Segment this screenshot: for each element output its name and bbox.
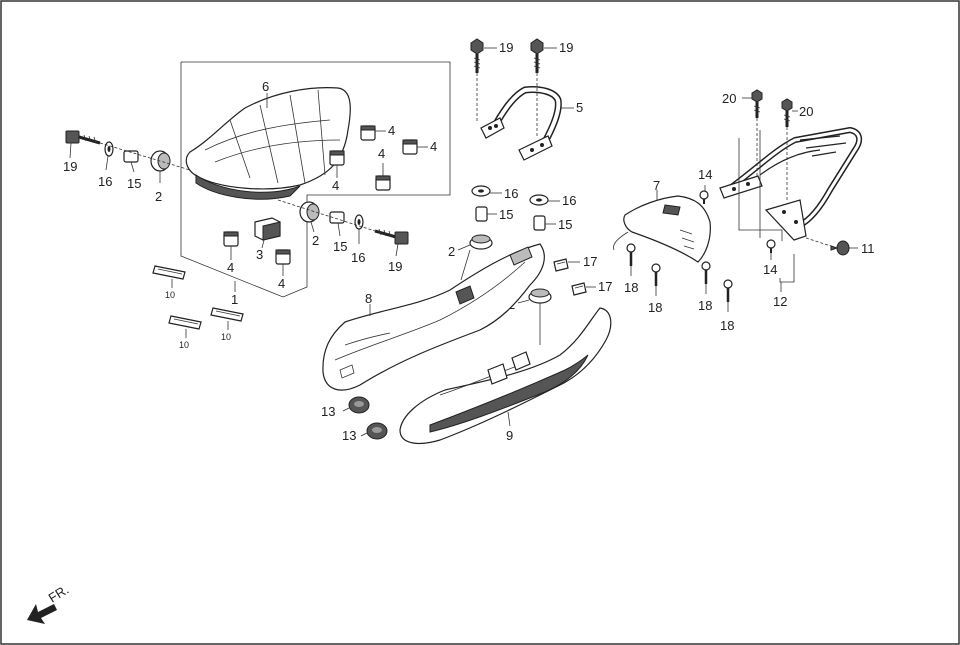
screw bbox=[723, 279, 733, 302]
collar bbox=[533, 215, 546, 231]
washer bbox=[471, 185, 491, 197]
callout-15a: 15 bbox=[127, 176, 141, 191]
decal bbox=[210, 307, 244, 322]
callout-3: 3 bbox=[256, 247, 263, 262]
callout-14b: 14 bbox=[763, 262, 777, 277]
washer bbox=[104, 141, 114, 157]
callout-8: 8 bbox=[365, 291, 372, 306]
callout-9: 9 bbox=[506, 428, 513, 443]
callout-20a: 20 bbox=[722, 91, 736, 106]
bolt bbox=[374, 228, 409, 245]
bolt bbox=[65, 130, 101, 145]
callout-14a: 14 bbox=[698, 167, 712, 182]
callout-12: 12 bbox=[773, 294, 787, 309]
screw bbox=[626, 243, 636, 266]
bumper bbox=[402, 139, 418, 155]
callout-15d: 15 bbox=[558, 217, 572, 232]
callout-4f: 4 bbox=[278, 276, 285, 291]
front-direction-label: FR. bbox=[46, 582, 72, 606]
front-direction-arrow bbox=[27, 604, 57, 624]
screw bbox=[651, 263, 661, 286]
callout-10b: 10 bbox=[179, 340, 189, 350]
callout-7: 7 bbox=[653, 178, 660, 193]
collar bbox=[475, 206, 488, 222]
callout-15b: 15 bbox=[333, 239, 347, 254]
side-cover-right bbox=[399, 307, 612, 445]
clip bbox=[553, 258, 569, 272]
callout-10c: 10 bbox=[221, 332, 231, 342]
bolt bbox=[781, 98, 793, 127]
grommet bbox=[366, 422, 388, 440]
callout-2b: 2 bbox=[312, 233, 319, 248]
callout-4a: 4 bbox=[388, 123, 395, 138]
callout-19c: 19 bbox=[499, 40, 513, 55]
callout-17b: 17 bbox=[598, 279, 612, 294]
seat bbox=[185, 87, 351, 200]
decal bbox=[152, 265, 186, 280]
callout-20b: 20 bbox=[799, 104, 813, 119]
rivet bbox=[766, 239, 776, 253]
grommet bbox=[469, 234, 493, 250]
bumper bbox=[223, 231, 239, 247]
rear-carrier bbox=[719, 127, 863, 241]
rear-cover bbox=[613, 195, 711, 263]
callout-1: 1 bbox=[231, 292, 238, 307]
washer bbox=[529, 194, 549, 206]
bumper bbox=[275, 249, 291, 265]
callout-15c: 15 bbox=[499, 207, 513, 222]
washer bbox=[354, 214, 364, 230]
cap bbox=[830, 240, 850, 256]
bolt bbox=[470, 38, 484, 73]
callout-16d: 16 bbox=[562, 193, 576, 208]
callout-6: 6 bbox=[262, 79, 269, 94]
grommet bbox=[528, 288, 552, 304]
grommet bbox=[150, 150, 171, 172]
callout-19b: 19 bbox=[388, 259, 402, 274]
callout-16b: 16 bbox=[351, 250, 365, 265]
callout-18a: 18 bbox=[624, 280, 638, 295]
callout-18d: 18 bbox=[720, 318, 734, 333]
callout-18b: 18 bbox=[648, 300, 662, 315]
clip bbox=[571, 282, 587, 296]
seat-group-outline bbox=[180, 61, 451, 298]
side-cover-left bbox=[322, 243, 545, 391]
grab-handle bbox=[480, 86, 562, 161]
bolt bbox=[751, 89, 763, 118]
callout-10a: 10 bbox=[165, 290, 175, 300]
bumper bbox=[329, 150, 345, 166]
bumper bbox=[360, 125, 376, 141]
callout-13b: 13 bbox=[342, 428, 356, 443]
callout-4d: 4 bbox=[378, 146, 385, 161]
callout-4b: 4 bbox=[430, 139, 437, 154]
callout-11: 11 bbox=[861, 241, 875, 256]
callout-5: 5 bbox=[576, 100, 583, 115]
callout-19d: 19 bbox=[559, 40, 573, 55]
grommet bbox=[348, 396, 370, 414]
seat-bracket bbox=[254, 217, 281, 241]
callout-4e: 4 bbox=[227, 260, 234, 275]
bumper bbox=[375, 175, 391, 191]
callout-2c: 2 bbox=[448, 244, 455, 259]
grommet bbox=[299, 201, 320, 223]
decal bbox=[168, 315, 202, 330]
screw bbox=[701, 261, 711, 284]
callout-16a: 16 bbox=[98, 174, 112, 189]
callout-18c: 18 bbox=[698, 298, 712, 313]
callout-16c: 16 bbox=[504, 186, 518, 201]
callout-19a: 19 bbox=[63, 159, 77, 174]
callout-17a: 17 bbox=[583, 254, 597, 269]
callout-2a: 2 bbox=[155, 189, 162, 204]
callout-13a: 13 bbox=[321, 404, 335, 419]
rivet bbox=[699, 190, 709, 204]
callout-4c: 4 bbox=[332, 178, 339, 193]
bolt bbox=[530, 38, 544, 73]
